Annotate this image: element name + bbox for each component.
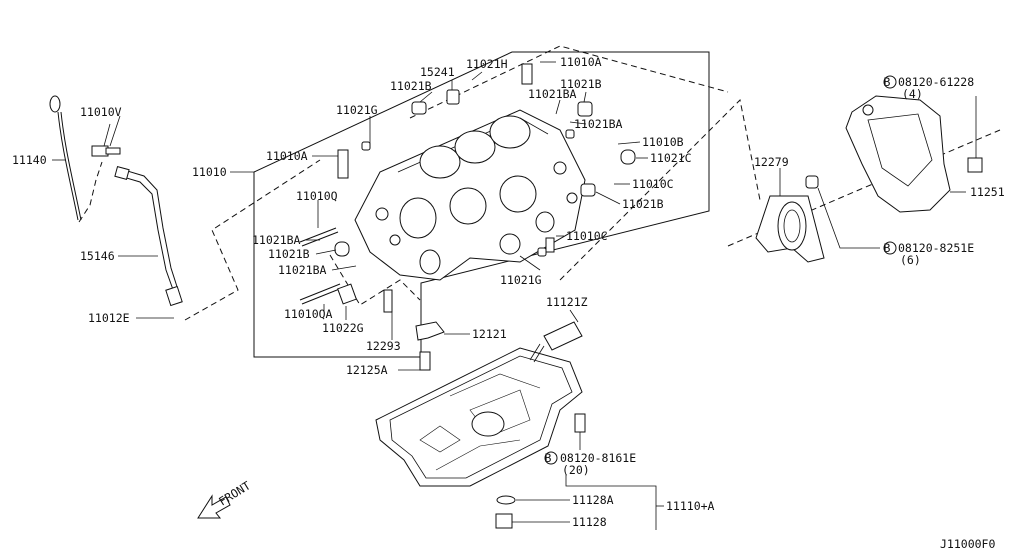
- label-qty-6: (6): [900, 253, 921, 267]
- label-15146: 15146: [80, 249, 115, 263]
- label-08120-61228: 08120-61228: [898, 75, 974, 89]
- bolt-mark-circle-3: [544, 451, 558, 465]
- label-qty-20: (20): [562, 463, 590, 477]
- label-11251: 11251: [970, 185, 1005, 199]
- label-11010Q: 11010Q: [296, 189, 338, 203]
- label-12121: 12121: [472, 327, 507, 341]
- label-11021B-top: 11021B: [390, 79, 432, 93]
- label-11021B-right: 11021B: [622, 197, 664, 211]
- label-11022G: 11022G: [322, 321, 364, 335]
- label-11021C: 11021C: [650, 151, 692, 165]
- bolt-11010V: [91, 123, 121, 157]
- label-11010A-top: 11010A: [560, 55, 602, 69]
- label-11021BA-right: 11021BA: [574, 117, 623, 131]
- label-11128A: 11128A: [572, 493, 614, 507]
- rear-seal-retainer-part: [755, 175, 825, 263]
- block-group-frame: [253, 51, 710, 358]
- bolt-mark-1: B: [884, 75, 891, 89]
- bolt-mark-3: B: [545, 451, 552, 465]
- label-11021B-left: 11021B: [268, 247, 310, 261]
- label-11021BA-topright: 11021BA: [528, 87, 577, 101]
- bracket-12121: [415, 321, 445, 371]
- dipstick-part: [49, 95, 103, 223]
- label-11010C-low: 11010C: [566, 229, 608, 243]
- oil-strainer-part: [529, 321, 583, 363]
- drain-plug: [495, 513, 513, 529]
- projection-line-right: [559, 98, 761, 281]
- label-11010B: 11010B: [642, 135, 684, 149]
- projection-line-left: [184, 159, 321, 321]
- label-qty-4: (4): [902, 87, 923, 101]
- label-11021H: 11021H: [466, 57, 508, 71]
- label-11010A-left: 11010A: [266, 149, 308, 163]
- dipstick-guide-part: [114, 166, 183, 307]
- block-fasteners: [334, 63, 636, 313]
- label-11128: 11128: [572, 515, 607, 529]
- label-11021B-topright: 11021B: [560, 77, 602, 91]
- oil-pan-part: [375, 347, 583, 487]
- bolt-mark-2: B: [884, 241, 891, 255]
- label-11121Z: 11121Z: [546, 295, 588, 309]
- label-11021G-top: 11021G: [336, 103, 378, 117]
- label-12125A: 12125A: [346, 363, 388, 377]
- diagram-id: J11000F0: [940, 537, 995, 551]
- drain-washer: [496, 495, 516, 505]
- projection-line-upper: [409, 45, 729, 119]
- label-11012E: 11012E: [88, 311, 130, 325]
- label-12279: 12279: [754, 155, 789, 169]
- label-12293: 12293: [366, 339, 401, 353]
- bolt-mark-circle-1: [883, 75, 897, 89]
- label-11021BA-left: 11021BA: [252, 233, 301, 247]
- label-11021BA-low: 11021BA: [278, 263, 327, 277]
- label-11010QA: 11010QA: [284, 307, 333, 321]
- label-11010C-right: 11010C: [632, 177, 674, 191]
- bolt-mark-circle-2: [883, 241, 897, 255]
- projection-line-pan: [329, 254, 421, 306]
- rear-plate-part: [845, 95, 983, 213]
- long-bolts: [299, 227, 357, 305]
- front-label: FRONT: [216, 478, 253, 508]
- label-11021G-low: 11021G: [500, 273, 542, 287]
- label-11010V: 11010V: [80, 105, 122, 119]
- front-arrow-icon: [197, 494, 231, 519]
- label-11140: 11140: [12, 153, 47, 167]
- leader-lines: [109, 61, 977, 530]
- label-11110A: 11110+A: [666, 499, 715, 513]
- label-11010: 11010: [192, 165, 227, 179]
- label-15241: 15241: [420, 65, 455, 79]
- label-08120-8161E: 08120-8161E: [560, 451, 636, 465]
- pan-bolt: [574, 413, 586, 433]
- label-08120-8251E: 08120-8251E: [898, 241, 974, 255]
- cylinder-block-part: [354, 109, 586, 281]
